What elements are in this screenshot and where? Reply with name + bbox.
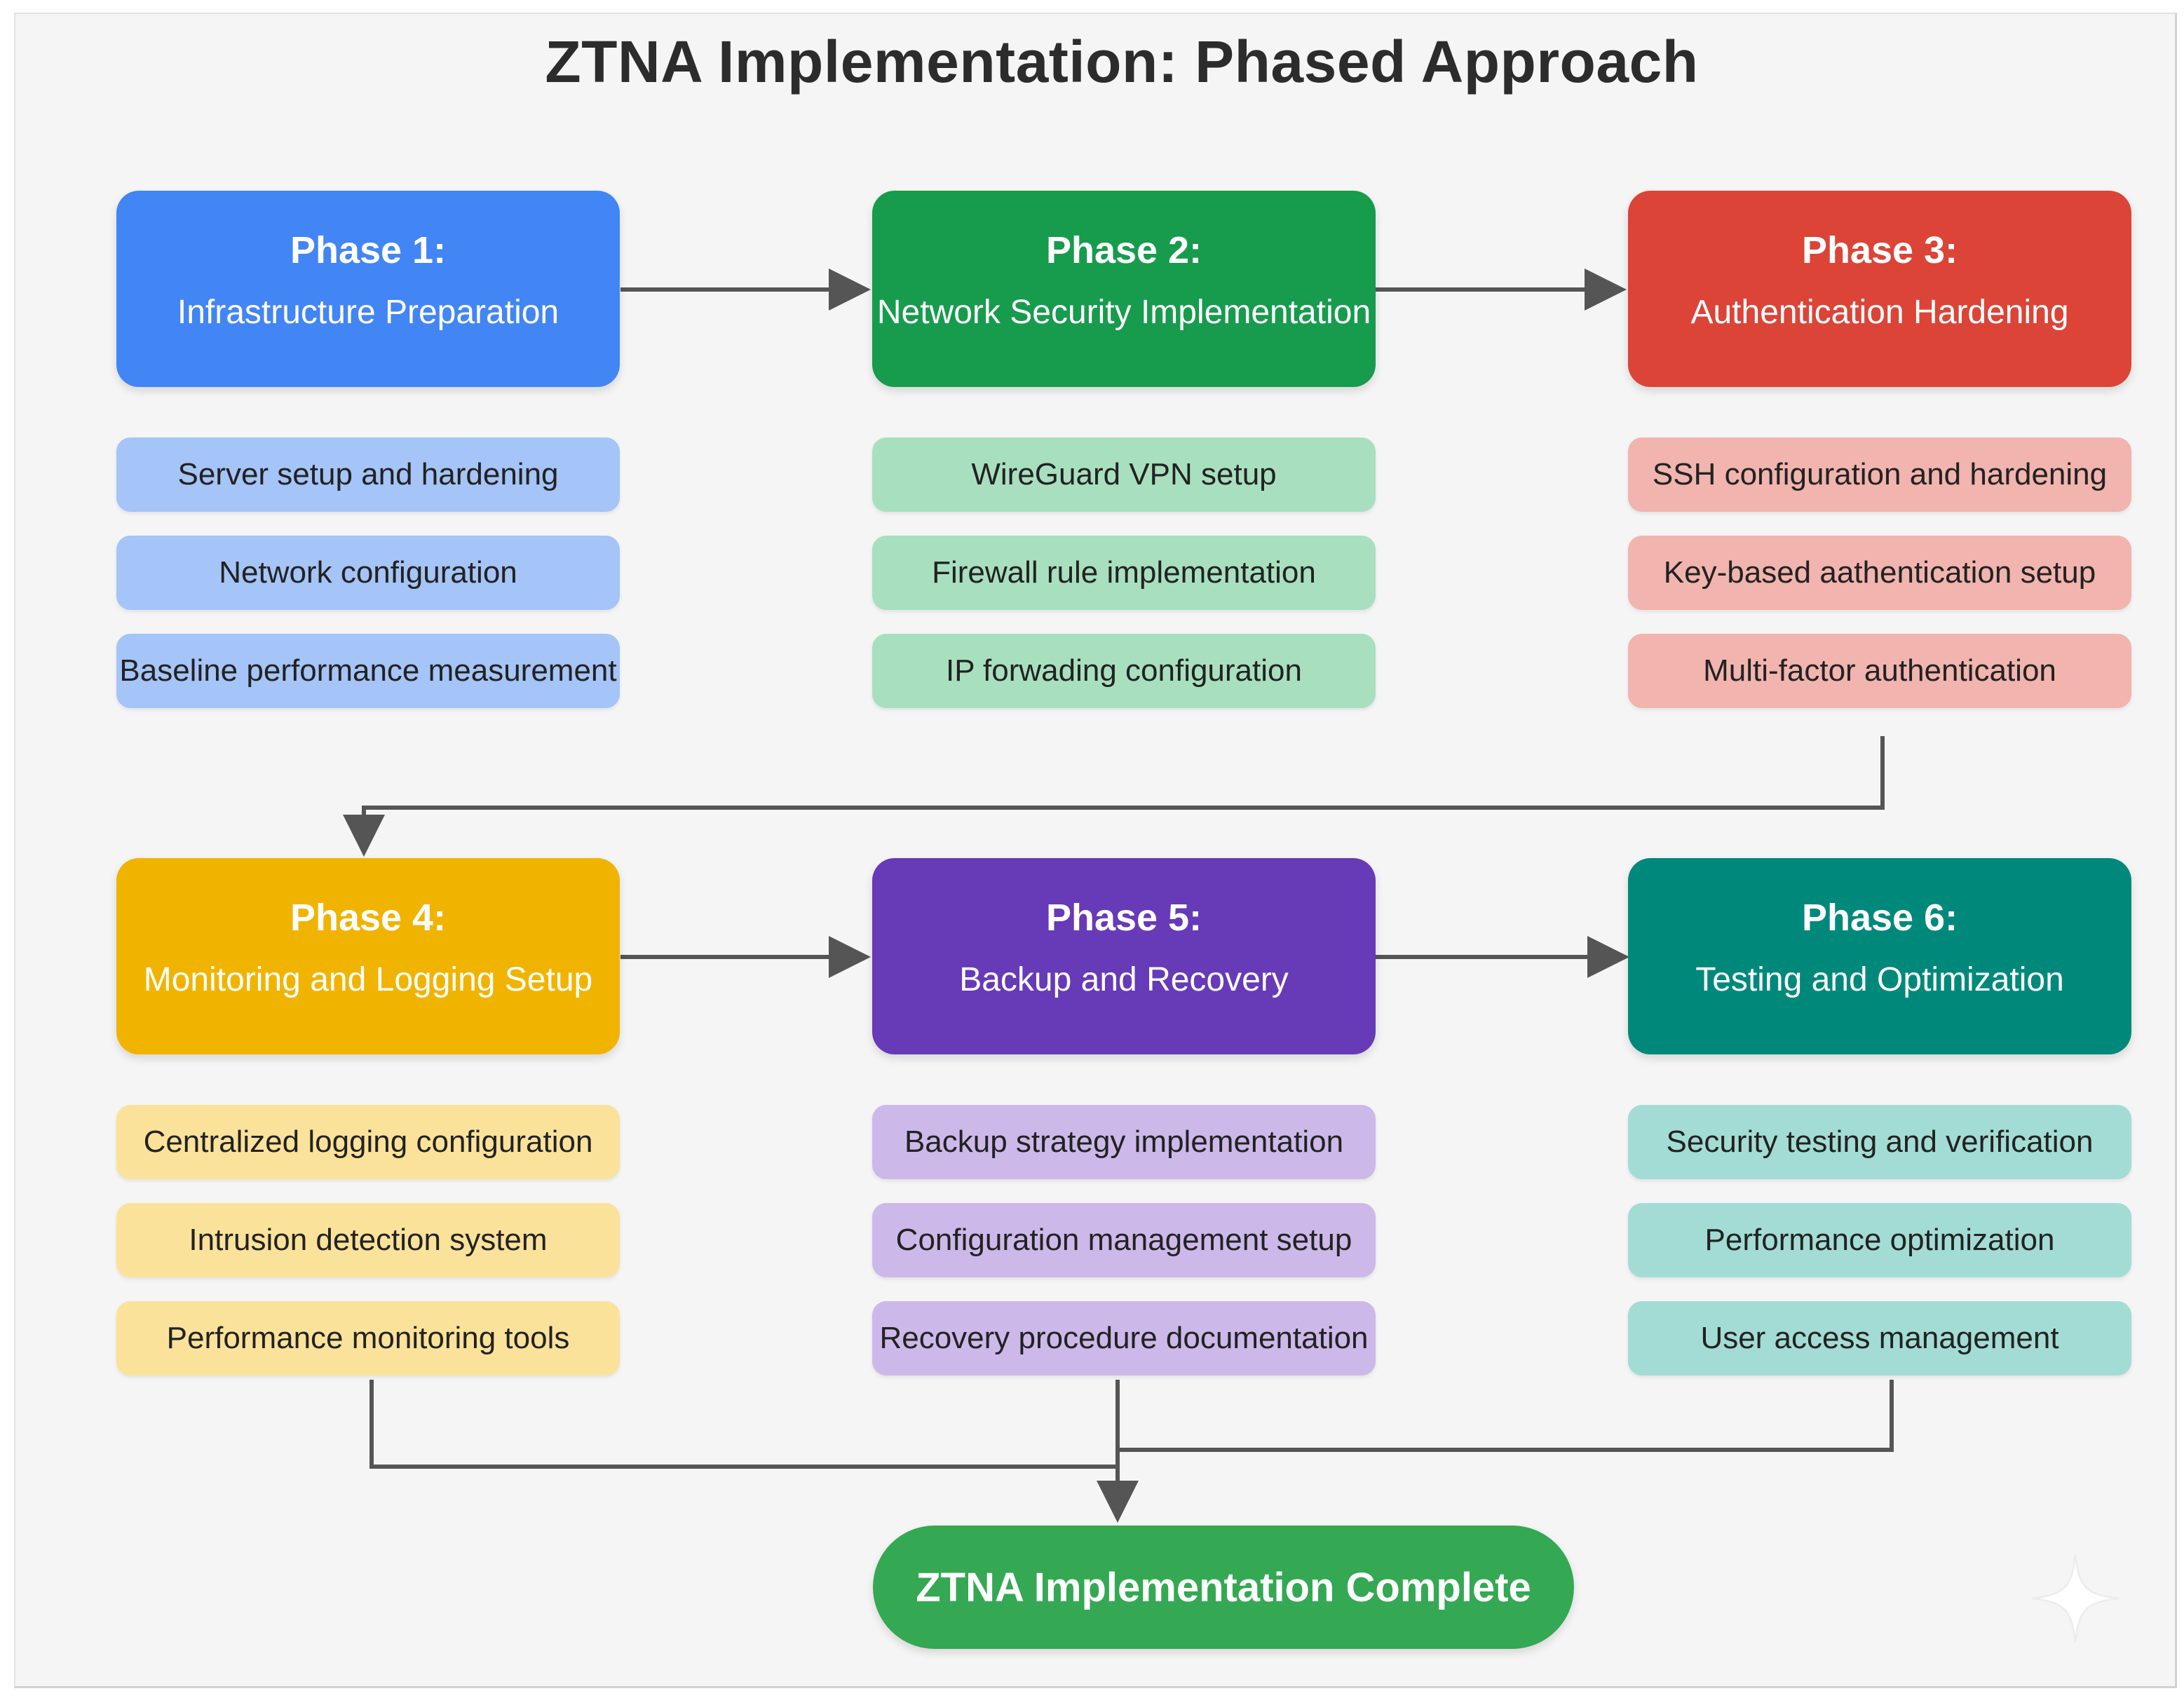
phase-5-task: Backup strategy implementation: [872, 1105, 1376, 1179]
phase-5-task: Recovery procedure documentation: [872, 1301, 1376, 1375]
diagram-title: ZTNA Implementation: Phased Approach: [545, 29, 1699, 95]
phase-2-task: Firewall rule implementation: [872, 536, 1376, 610]
phase-label: Phase 2:: [1045, 229, 1202, 271]
phase-4-task: Performance monitoring tools: [116, 1301, 620, 1375]
arrow-phase3-to-phase4: [343, 736, 1885, 857]
phase-2-task: WireGuard VPN setup: [872, 437, 1376, 512]
phase-3-task: Multi-factor authentication: [1628, 634, 2131, 708]
phase-name: Backup and Recovery: [959, 961, 1289, 998]
phase-6-task: Performance optimization: [1628, 1203, 2131, 1277]
phase-1-task: Network configuration: [116, 536, 620, 610]
phase-2-task: IP forwading configuration: [872, 634, 1376, 708]
phase-6-task: User access management: [1628, 1301, 2131, 1375]
phase-name: Testing and Optimization: [1695, 961, 2064, 998]
phase-label: Phase 4:: [290, 897, 447, 939]
phase-name: Monitoring and Logging Setup: [143, 961, 593, 998]
phase-name: Infrastructure Preparation: [177, 294, 559, 331]
phase-name: Authentication Hardening: [1690, 294, 2069, 331]
phase-label: Phase 6:: [1801, 897, 1958, 939]
phase-6-task: Security testing and verification: [1628, 1105, 2131, 1179]
phase-3-card: Phase 3: Authentication Hardening: [1628, 191, 2131, 387]
phase-3-task: SSH configuration and hardening: [1628, 437, 2131, 512]
phase-5-card: Phase 5: Backup and Recovery: [872, 858, 1376, 1054]
line-phase4-to-merge: [369, 1380, 1118, 1469]
phase-1-card: Phase 1: Infrastructure Preparation: [116, 191, 620, 387]
phase-label: Phase 5:: [1045, 897, 1202, 939]
phase-label: Phase 3:: [1801, 229, 1958, 271]
line-phase6-to-merge: [1118, 1380, 1894, 1452]
phase-2-card: Phase 2: Network Security Implementation: [872, 191, 1376, 387]
phase-3-task: Key-based aathentication setup: [1628, 536, 2131, 610]
phase-6-card: Phase 6: Testing and Optimization: [1628, 858, 2131, 1054]
phase-label: Phase 1:: [290, 229, 447, 271]
final-node: ZTNA Implementation Complete: [873, 1526, 1574, 1649]
phase-5-task: Configuration management setup: [872, 1203, 1376, 1277]
phase-4-task: Centralized logging configuration: [116, 1105, 620, 1179]
sparkle-icon: [2031, 1554, 2119, 1643]
phase-name: Network Security Implementation: [876, 294, 1371, 331]
phase-4-card: Phase 4: Monitoring and Logging Setup: [116, 858, 620, 1054]
phase-4-task: Intrusion detection system: [116, 1203, 620, 1277]
phase-1-task: Baseline performance measurement: [116, 634, 620, 708]
phase-1-task: Server setup and hardening: [116, 437, 620, 512]
